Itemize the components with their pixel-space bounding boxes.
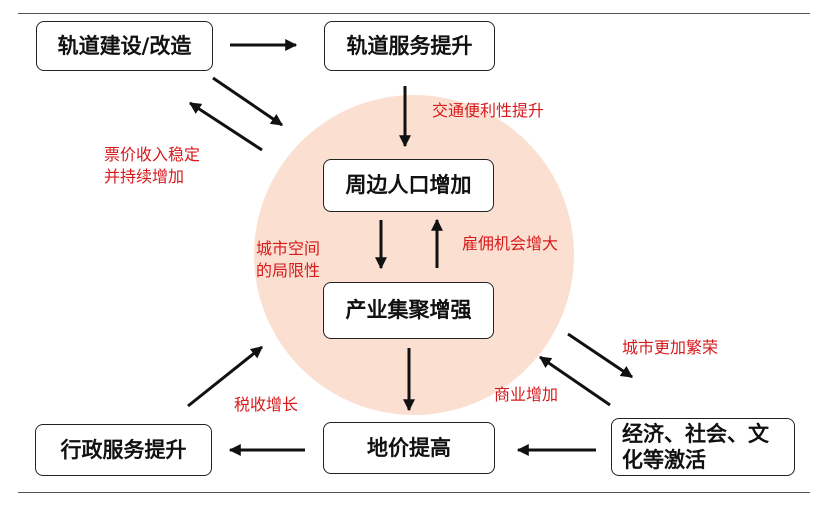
fare-income-line1: 票价收入稳定 bbox=[104, 145, 201, 164]
tax-growth-label: 税收增长 bbox=[234, 395, 299, 414]
business-growth-label: 商业增加 bbox=[494, 385, 559, 404]
economy-activation-line2: 化等激活 bbox=[622, 448, 706, 472]
urban-core-circle bbox=[254, 95, 574, 415]
employment-label: 雇佣机会增大 bbox=[462, 234, 559, 253]
city-space-line1: 城市空间 bbox=[256, 239, 321, 258]
economy-activation-box: 经济、社会、文 化等激活 bbox=[611, 418, 795, 476]
rail-construction-box: 轨道建设/改造 bbox=[36, 21, 213, 71]
city-space-line2: 的局限性 bbox=[256, 260, 321, 280]
fare-income-line2: 并持续增加 bbox=[104, 166, 185, 186]
traffic-convenience-label: 交通便利性提升 bbox=[432, 101, 545, 120]
admin-service-box: 行政服务提升 bbox=[35, 424, 212, 476]
rail-service-box: 轨道服务提升 bbox=[324, 21, 495, 71]
bottom-rule bbox=[18, 492, 810, 493]
land-price-box: 地价提高 bbox=[323, 422, 495, 474]
arrow-construction-to-circle bbox=[212, 76, 283, 127]
industry-box: 产业集聚增强 bbox=[323, 282, 494, 339]
economy-activation-line1: 经济、社会、文 bbox=[622, 421, 769, 446]
population-box: 周边人口增加 bbox=[323, 159, 494, 212]
city-prosperity-label: 城市更加繁荣 bbox=[622, 338, 719, 357]
city-space-label: 城市空间 的局限性 bbox=[256, 238, 320, 281]
fare-income-label: 票价收入稳定 并持续增加 bbox=[104, 144, 200, 187]
top-rule bbox=[18, 13, 810, 14]
arrow-circle-to-construction bbox=[188, 101, 263, 152]
